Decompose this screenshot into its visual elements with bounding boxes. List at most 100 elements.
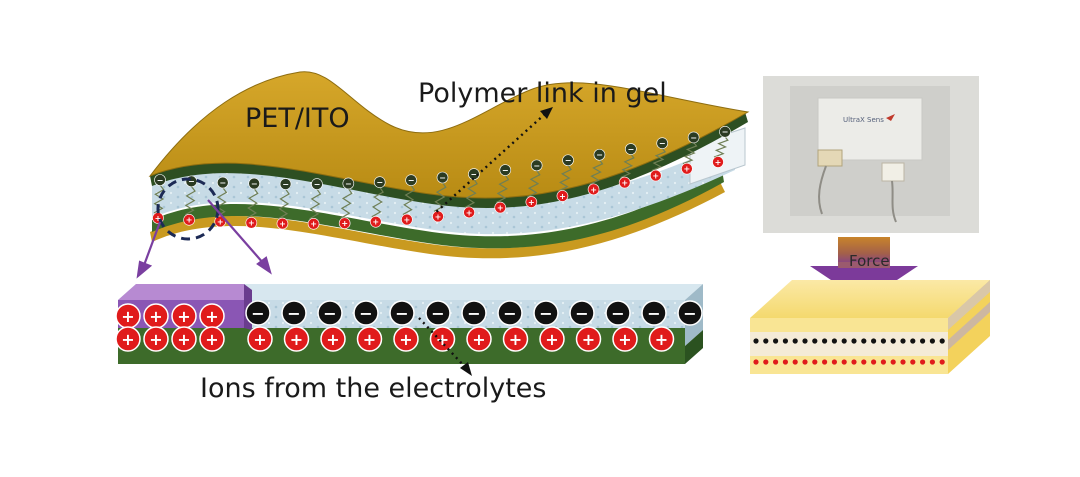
positive-ion: +	[171, 326, 197, 352]
svg-text:−: −	[722, 128, 729, 137]
svg-text:−: −	[188, 177, 195, 186]
svg-text:−: −	[611, 304, 624, 323]
polymer-link	[682, 142, 698, 165]
svg-text:+: +	[399, 330, 412, 349]
svg-text:+: +	[436, 330, 449, 349]
svg-text:−: −	[431, 304, 444, 323]
svg-text:+: +	[472, 330, 485, 349]
svg-text:+: +	[509, 330, 522, 349]
polymer-link	[215, 187, 228, 218]
zoom-circle	[156, 177, 220, 241]
zoom-arrows	[136, 199, 272, 279]
svg-text:+: +	[121, 330, 134, 349]
svg-text:+: +	[217, 217, 224, 226]
svg-text:−: −	[282, 180, 289, 189]
svg-text:−: −	[683, 304, 696, 323]
svg-text:−: −	[376, 178, 383, 187]
negative-ion: −	[245, 300, 271, 326]
svg-text:−: −	[251, 304, 264, 323]
negative-charge-dot	[890, 338, 896, 344]
negative-charge-dot	[851, 338, 857, 344]
positive-ion: +	[429, 326, 456, 352]
positive-charge-dot	[900, 359, 906, 365]
positive-charge-dot	[939, 359, 945, 365]
negative-ion: −	[605, 300, 631, 326]
svg-text:−: −	[395, 304, 408, 323]
negative-ion: −	[154, 174, 166, 186]
positive-charge-dot	[753, 359, 759, 365]
compressed-sensor	[750, 280, 990, 374]
negative-charge-dot	[831, 338, 838, 344]
positive-charge-dot	[812, 359, 818, 365]
svg-text:+: +	[655, 330, 668, 349]
positive-ion: +	[199, 326, 225, 352]
negative-ion: −	[533, 300, 559, 326]
svg-text:−: −	[533, 161, 540, 170]
positive-ion: +	[463, 206, 475, 219]
svg-text:−: −	[503, 304, 516, 323]
bottom-substrate	[152, 170, 724, 249]
cross-top-ions: ++++−−−−−−−−−−−−−	[115, 300, 703, 329]
positive-ion: +	[247, 326, 273, 352]
polymer-link	[371, 186, 384, 218]
svg-text:+: +	[497, 203, 504, 212]
negative-ion: −	[562, 154, 574, 167]
negative-charge-dot	[773, 338, 779, 344]
negative-ion: −	[461, 300, 487, 326]
svg-text:−: −	[408, 176, 415, 185]
svg-text:+: +	[341, 219, 348, 228]
svg-text:+: +	[559, 192, 566, 201]
negative-ion: −	[342, 177, 355, 190]
svg-text:+: +	[590, 185, 597, 194]
svg-text:−: −	[467, 304, 480, 323]
negative-ion: −	[373, 176, 386, 188]
negative-ion: −	[641, 300, 667, 326]
positive-ion: +	[283, 326, 310, 352]
negative-ion: −	[216, 176, 229, 189]
svg-text:−: −	[314, 180, 321, 189]
negative-ion: −	[497, 300, 523, 326]
positive-ion: +	[612, 326, 638, 352]
positive-charge-dot	[792, 359, 798, 365]
negative-charge-dot	[920, 338, 926, 344]
svg-text:+: +	[177, 330, 190, 349]
negative-ion: −	[248, 177, 260, 190]
svg-text:+: +	[253, 330, 266, 349]
positive-charge-dot	[920, 359, 926, 365]
negative-ions-top: −−−−−−−−−−−−−−−−−−−	[154, 126, 731, 190]
positive-ion: +	[338, 217, 351, 230]
negative-charge-dot	[822, 338, 828, 344]
svg-text:+: +	[155, 214, 162, 223]
gel-layer	[152, 140, 735, 235]
svg-text:−: −	[251, 179, 258, 188]
cross-section: ++++−−−−−−−−−−−−− ++++++++++++++++	[115, 284, 703, 364]
negative-ion: −	[389, 300, 415, 326]
polymer-link	[713, 136, 729, 158]
positive-ion: +	[199, 303, 225, 329]
positive-ion: +	[587, 183, 600, 196]
negative-ion: −	[425, 300, 451, 326]
svg-text:−: −	[323, 304, 336, 323]
svg-text:−: −	[502, 166, 509, 175]
negative-charge-dot	[900, 338, 906, 344]
negative-charge-dot	[929, 338, 936, 344]
polymer-links	[153, 136, 729, 220]
svg-text:−: −	[596, 151, 603, 160]
negative-charge-dot	[871, 338, 877, 344]
negative-charge-dot	[861, 338, 867, 344]
positive-charge-dot	[841, 359, 847, 365]
positive-ion: +	[143, 303, 169, 329]
svg-text:+: +	[186, 216, 193, 225]
positive-charge-dot	[851, 359, 857, 365]
positive-charge-dot	[802, 359, 808, 365]
cross-bottom-ions: ++++++++++++++++	[115, 326, 675, 352]
top-electrode-edge	[150, 112, 748, 208]
svg-text:−: −	[565, 156, 572, 165]
polymer-link	[340, 188, 353, 219]
svg-text:+: +	[149, 330, 162, 349]
positive-ion: +	[575, 326, 602, 352]
svg-text:+: +	[363, 330, 376, 349]
pet-ito-label: PET/ITO	[245, 103, 350, 134]
polymer-link	[620, 153, 635, 179]
positive-charge-dot	[890, 359, 896, 365]
